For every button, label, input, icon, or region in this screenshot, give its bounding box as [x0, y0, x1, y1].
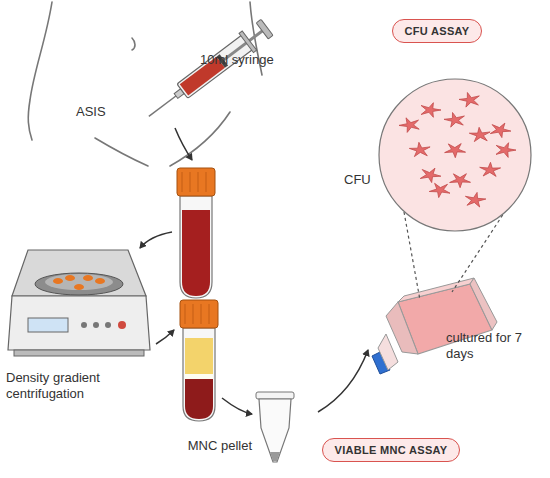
cell-shape	[399, 118, 419, 133]
text-label: ASIS	[76, 104, 126, 120]
cell-shape	[445, 144, 466, 158]
cell-shape	[469, 127, 490, 141]
syringe	[142, 18, 275, 126]
cell-shape	[421, 103, 441, 118]
cell-shape	[459, 93, 479, 108]
assay-pill: VIABLE MNC ASSAY	[322, 438, 461, 462]
cell-shape	[429, 183, 450, 197]
eppendorf-tube	[256, 392, 294, 462]
process-arrow	[140, 128, 368, 414]
cell-shape	[450, 174, 471, 188]
cell-shape	[409, 142, 430, 156]
culture-flask	[372, 278, 497, 374]
cell-shape	[490, 123, 511, 138]
centrifuge	[8, 250, 150, 356]
abdomen-outline	[28, 2, 262, 166]
assay-label: CFU ASSAY	[405, 25, 470, 37]
cell-shape	[465, 192, 486, 207]
text-label: cultured for 7 days	[446, 330, 546, 361]
text-label: Density gradient centrifugation	[6, 370, 156, 401]
cell-shape	[420, 168, 441, 182]
blood-tube	[177, 168, 215, 298]
assay-label: VIABLE MNC ASSAY	[335, 444, 448, 456]
text-label: CFU	[344, 172, 384, 188]
separated-tube	[180, 300, 218, 421]
magnified-view	[379, 79, 531, 300]
cell-shape	[480, 162, 501, 176]
assay-pill: CFU ASSAY	[392, 19, 483, 43]
cell-shape	[444, 113, 464, 128]
cell-shape	[496, 143, 516, 158]
text-label: 10ml syringe	[200, 52, 310, 68]
text-label: MNC pellet	[172, 438, 252, 454]
